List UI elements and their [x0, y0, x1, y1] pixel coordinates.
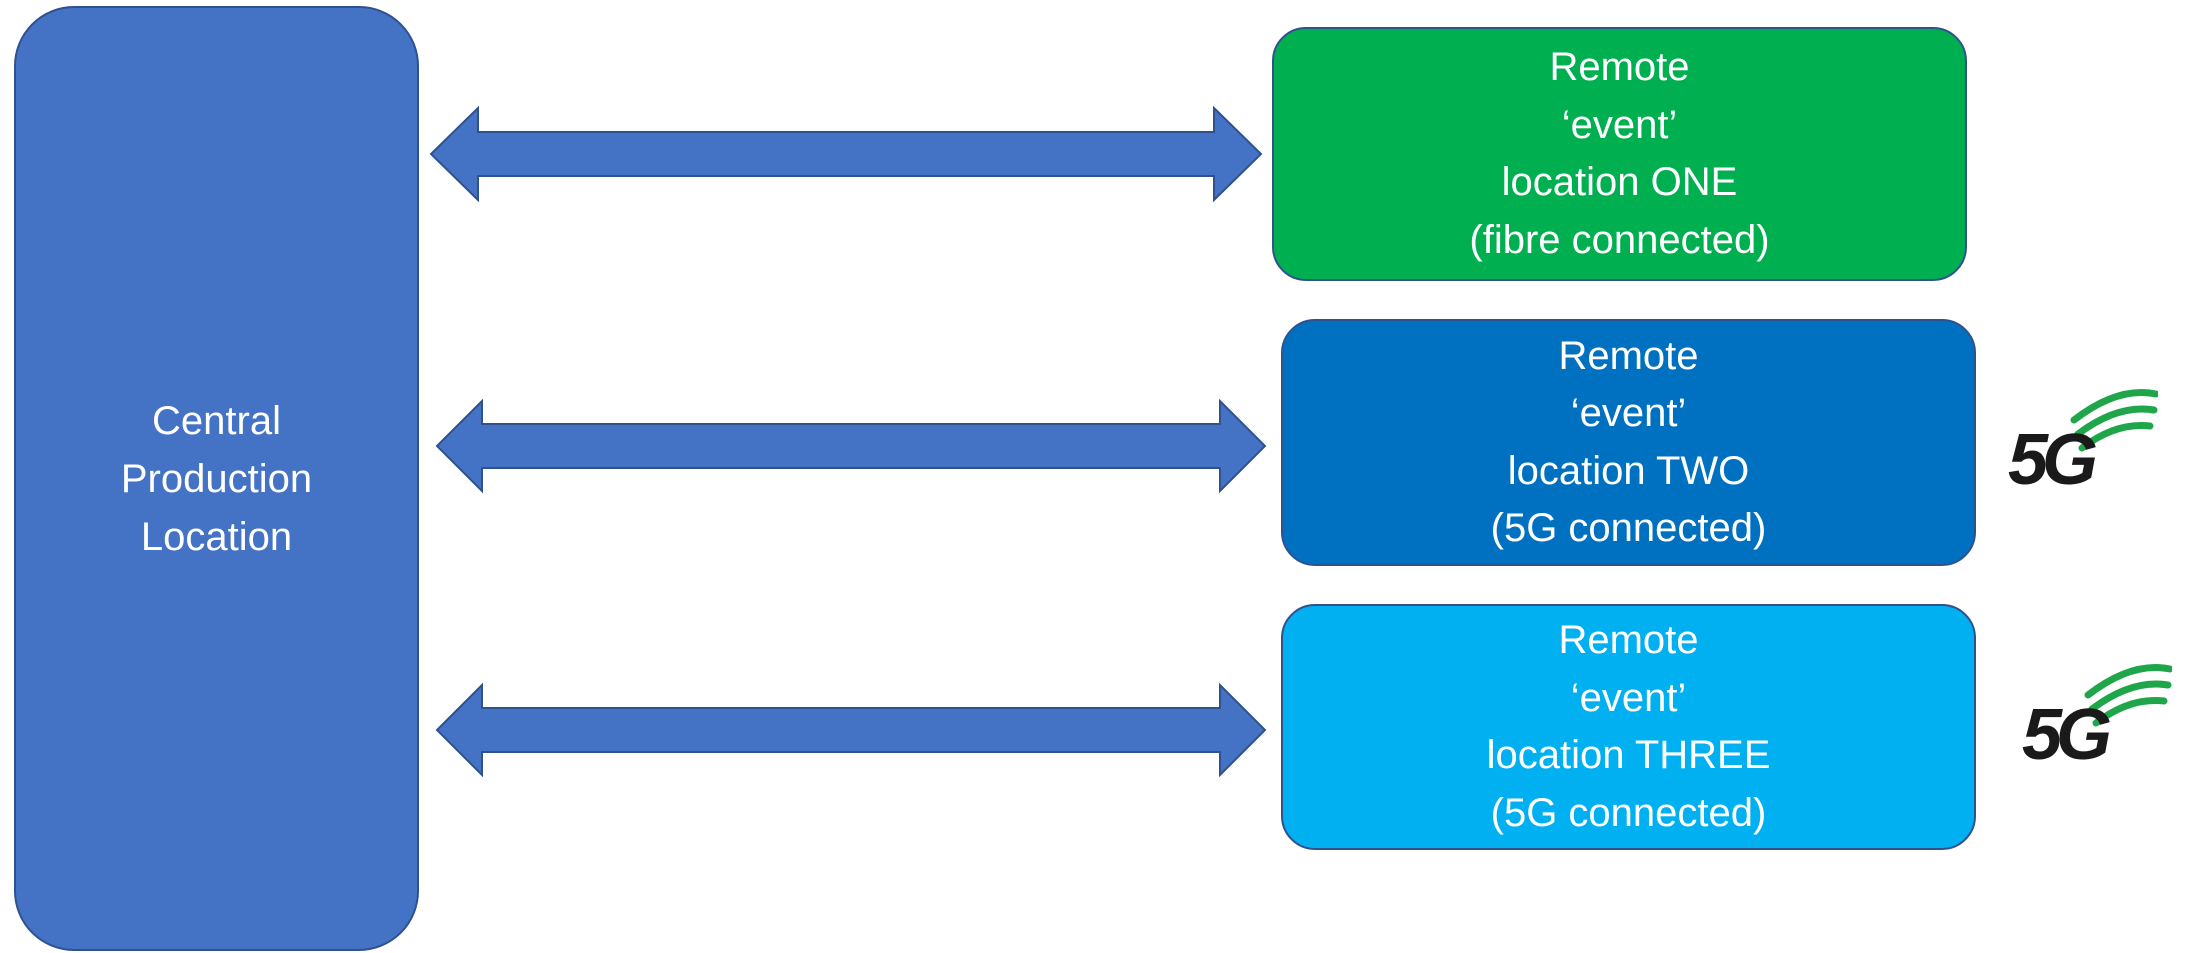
remote-label-line: (5G connected) [1490, 506, 1767, 550]
remote-label-line: location THREE [1486, 733, 1771, 777]
double-arrow-icon [429, 105, 1263, 203]
5g-logo-icon: 5G [2008, 388, 2158, 490]
remote-location-two: Remote ‘event’ location TWO (5G connecte… [1281, 319, 1976, 566]
remote-label-line: location ONE [1501, 160, 1738, 204]
5g-logo-icon: 5G [2022, 663, 2172, 765]
central-production-location: Central Production Location [14, 6, 419, 951]
remote-label-line: location TWO [1507, 448, 1750, 493]
remote-location-one: Remote ‘event’ location ONE (fibre conne… [1272, 27, 1967, 281]
remote-label-line: ‘event’ [1570, 391, 1687, 435]
remote-label-line: (5G connected) [1490, 790, 1767, 835]
remote-label-line: Remote [1549, 45, 1690, 89]
central-label-line: Location [140, 514, 293, 559]
remote-label-line: (fibre connected) [1469, 217, 1770, 262]
double-arrow-icon [435, 682, 1267, 778]
remote-label-line: Remote [1558, 618, 1699, 662]
remote-label-line: ‘event’ [1570, 675, 1687, 720]
remote-label-line: Remote [1558, 333, 1699, 378]
5g-logo-text: 5G [2022, 695, 2110, 765]
remote-location-three: Remote ‘event’ location THREE (5G connec… [1281, 604, 1976, 850]
double-arrow-icon [435, 398, 1267, 494]
remote-label-line: ‘event’ [1561, 102, 1678, 147]
5g-logo-text: 5G [2008, 420, 2096, 490]
central-label-line: Production [120, 456, 313, 501]
central-label-line: Central [152, 398, 281, 443]
